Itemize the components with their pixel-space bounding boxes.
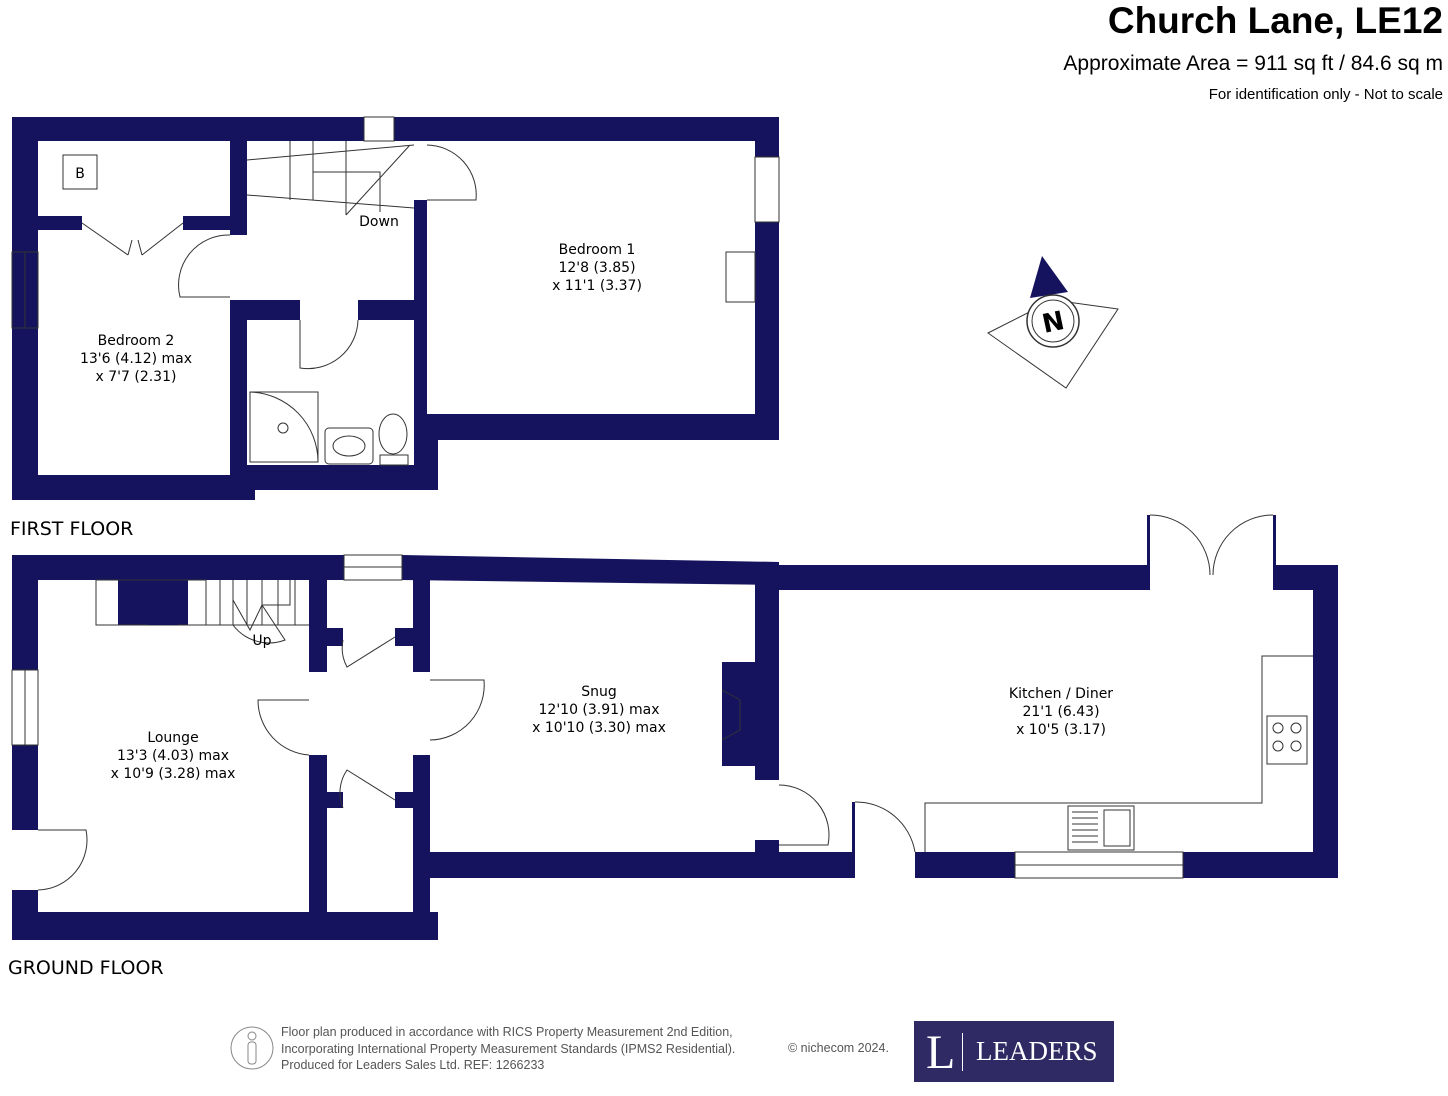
compass-icon: N [987,256,1119,389]
footer-line-1: Floor plan produced in accordance with R… [281,1025,733,1039]
bedroom1-dim1: 12'8 (3.85) [558,260,635,276]
bedroom1-dim2: x 11'1 (3.37) [552,278,642,294]
scale-note: For identification only - Not to scale [1208,86,1443,103]
footer-text: Floor plan produced in accordance with R… [281,1024,735,1074]
ground-floor-fixtures [11,514,1313,891]
lounge-name: Lounge [147,730,198,746]
bedroom2-dim1: 13'6 (4.12) max [80,351,192,367]
logo-letter: L [926,1026,956,1079]
kitchen-dim2: x 10'5 (3.17) [1016,722,1106,738]
copyright: © nichecom 2024. [788,1041,889,1055]
bedroom2-dim2: x 7'7 (2.31) [96,369,177,385]
stairs-down-label: Down [359,214,399,230]
boiler-label: B [75,166,85,182]
ground-floor-walls [12,515,1338,940]
property-title: Church Lane, LE12 [1107,0,1443,41]
lounge-dim1: 13'3 (4.03) max [117,748,229,764]
first-floor-walls [12,117,779,500]
kitchen-name: Kitchen / Diner [1009,686,1113,702]
snug-dim2: x 10'10 (3.30) max [532,720,666,736]
ground-floor-label: GROUND FLOOR [8,957,164,979]
logo-divider [962,1033,963,1071]
stairs-up-label: Up [252,633,271,649]
bedroom2-name: Bedroom 2 [98,333,175,349]
first-floor-label: FIRST FLOOR [10,518,133,540]
snug-name: Snug [581,684,617,700]
footer-line-2: Incorporating International Property Mea… [281,1041,736,1056]
first-floor-fixtures [11,116,780,466]
snug-dim1: 12'10 (3.91) max [539,702,660,718]
person-icon [230,1026,274,1070]
logo-text: LEADERS [976,1036,1098,1066]
footer-line-3: Produced for Leaders Sales Ltd. REF: 126… [281,1058,545,1072]
bedroom1-name: Bedroom 1 [559,242,636,258]
boiler-icon [62,154,98,190]
lounge-dim2: x 10'9 (3.28) max [111,766,236,782]
leaders-logo: L LEADERS [914,1021,1114,1082]
approximate-area: Approximate Area = 911 sq ft / 84.6 sq m [1063,52,1443,75]
kitchen-dim1: 21'1 (6.43) [1022,704,1099,720]
